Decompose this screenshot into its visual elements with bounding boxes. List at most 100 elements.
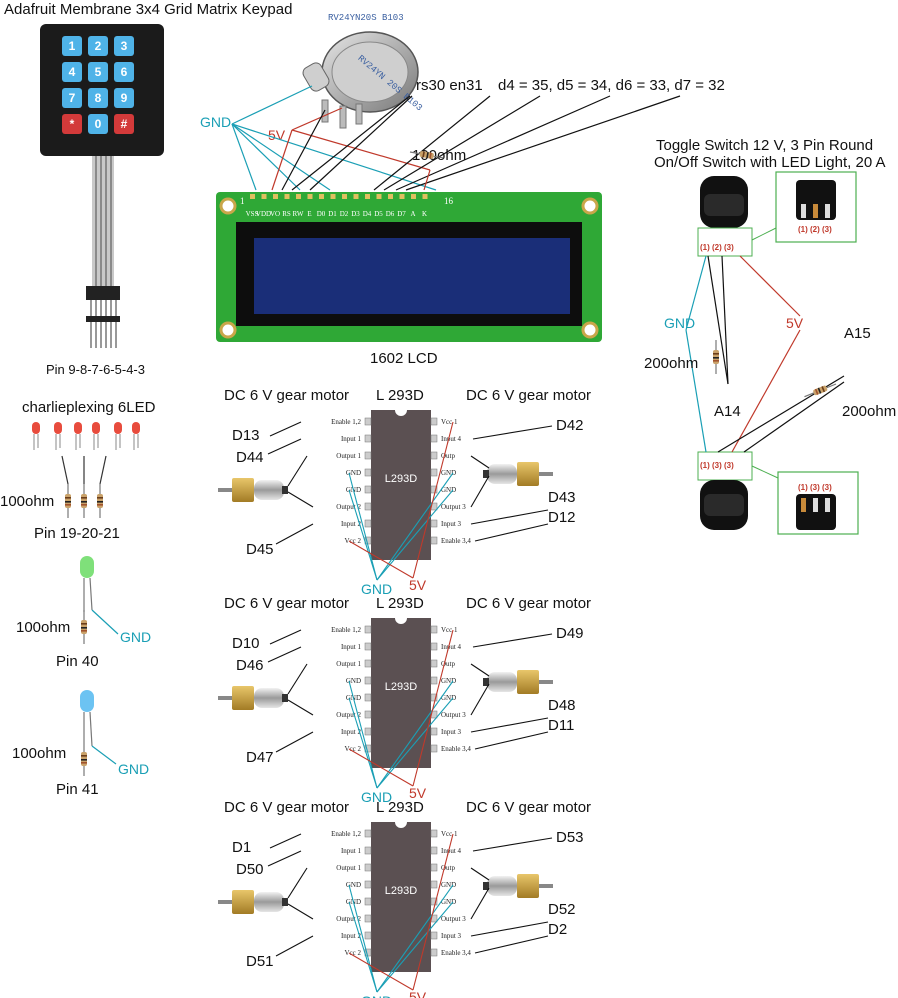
chip-pin-left: Input 1 <box>341 435 362 443</box>
chip-pin-right: Output 3 <box>441 503 466 511</box>
keypad-key-label: 1 <box>69 39 76 53</box>
lcd-pin-pad <box>365 194 370 199</box>
lcd-pin16-label: 16 <box>444 196 454 206</box>
chip-pin-right: Outp <box>441 660 456 668</box>
chip-pin-right: Input 4 <box>441 435 462 443</box>
lcd-pin-pad <box>388 194 393 199</box>
lcd-pin-pad <box>284 194 290 199</box>
driver-left-pin-label: D45 <box>246 541 274 558</box>
chip-pin-right: Input 4 <box>441 643 462 651</box>
driver-right-pin-label: D2 <box>548 921 567 938</box>
lcd-pin-label: RS <box>282 210 291 218</box>
keypad-key-label: 2 <box>95 39 102 53</box>
switch-top-pins: (1) (2) (3) <box>700 243 734 252</box>
driver-gnd-label: GND <box>361 581 392 597</box>
switch-a15-label: A15 <box>844 325 871 342</box>
lcd-pin-pad <box>376 194 382 199</box>
l293d-chip <box>371 410 431 560</box>
chip-pin-left: Input 1 <box>341 847 362 855</box>
lcd-pin-label: K <box>422 210 427 218</box>
lcd-data-pins-label: d4 = 35, d5 = 34, d6 = 33, d7 = 32 <box>498 77 725 94</box>
driver-left-pin-label: D44 <box>236 449 264 466</box>
blue-led-pin-label: Pin 41 <box>56 781 99 798</box>
chip-pin-right: GND <box>441 486 456 494</box>
keypad-key-label: 3 <box>121 39 128 53</box>
chip-pin-right: Vcc 1 <box>441 830 458 838</box>
potentiometer: RV24YN20S B103 RV24YN 20S B103 <box>302 13 424 129</box>
lcd-pin-pad <box>307 194 313 199</box>
chip-pin-left: Input 1 <box>341 643 362 651</box>
keypad-key-label: 9 <box>121 91 128 105</box>
chip-pin-left: Vcc 2 <box>344 745 361 753</box>
green-led-pin-label: Pin 40 <box>56 653 99 670</box>
lcd-pin-pad <box>296 194 301 199</box>
chip-pin-left: Enable 1,2 <box>331 830 361 838</box>
lcd-pin-label: VO <box>270 210 280 218</box>
lcd-pin-label: A <box>410 210 415 218</box>
driver-left-pin-label: D47 <box>246 749 274 766</box>
lcd-pin-pad <box>273 194 278 199</box>
keypad-key <box>62 88 82 108</box>
chip-pin-left: Input 2 <box>341 520 362 528</box>
chip-label: L293D <box>385 473 417 485</box>
l293d-chip <box>371 618 431 768</box>
chip-pin-left: Output 2 <box>336 503 361 511</box>
driver-right-pin-label: D43 <box>548 489 576 506</box>
keypad-key-label: # <box>121 117 128 131</box>
green-led <box>80 556 94 578</box>
l293d-chip <box>371 822 431 972</box>
blue-led-resistor <box>80 741 88 777</box>
red-led <box>92 422 100 434</box>
driver-left-pin-label: D50 <box>236 861 264 878</box>
charlieplex-resistor-1 <box>64 483 72 519</box>
chip-pin-left: GND <box>346 677 361 685</box>
chip-pin-right: Input 3 <box>441 520 462 528</box>
gear-motor-left <box>218 686 288 710</box>
lcd-pin-label: D2 <box>340 210 349 218</box>
charlieplex-group: charlieplexing 6LED 100ohm Pin 19-20-21 <box>0 399 156 542</box>
chip-pin-right: Vcc 1 <box>441 418 458 426</box>
chip-pin-right: GND <box>441 881 456 889</box>
driver-title: L 293D <box>376 595 424 612</box>
lcd-gnd-label: GND <box>200 114 231 130</box>
keypad-key <box>88 36 108 56</box>
chip-pin-left: Output 2 <box>336 915 361 923</box>
gear-motor-right <box>483 670 553 694</box>
switch-resistor-label-1: 200ohm <box>644 355 698 372</box>
chip-pin-left: Input 2 <box>341 728 362 736</box>
driver-right-pin-label: D12 <box>548 509 576 526</box>
driver-gnd-label: GND <box>361 789 392 805</box>
switch-resistor-label-2: 200ohm <box>842 403 896 420</box>
driver-left-pin-label: D10 <box>232 635 260 652</box>
lcd-wires <box>231 85 681 191</box>
keypad-key-label: 0 <box>95 117 102 131</box>
chip-pin-right: GND <box>441 677 456 685</box>
lcd-pin-pad <box>422 194 428 199</box>
switch-gnd-label: GND <box>664 315 695 331</box>
keypad-key <box>114 62 134 82</box>
keypad-key <box>114 88 134 108</box>
keypad-key-label: 4 <box>69 65 76 79</box>
chip-pin-left: GND <box>346 469 361 477</box>
driver-right-pin-label: D52 <box>548 901 576 918</box>
switch-title-line2: On/Off Switch with LED Light, 20 A <box>654 154 886 171</box>
chip-pin-right: Outp <box>441 452 456 460</box>
keypad-key-label: 8 <box>95 91 102 105</box>
keypad: Adafruit Membrane 3x4 Grid Matrix Keypad… <box>4 1 292 377</box>
gear-motor-right <box>483 874 553 898</box>
lcd-pin-pad <box>411 194 416 199</box>
chip-pin-right: Vcc 1 <box>441 626 458 634</box>
lcd-pin-pad <box>261 194 267 199</box>
blue-led-gnd-label: GND <box>118 761 149 777</box>
keypad-key-label: 5 <box>95 65 102 79</box>
green-led-resistor <box>80 609 88 645</box>
lcd-pin-label: E <box>307 210 311 218</box>
keypad-key <box>62 114 82 134</box>
driver-5v-label: 5V <box>409 577 427 593</box>
lcd-backlight-resistor-label: 100ohm <box>412 147 466 164</box>
driver-right-pin-label: D42 <box>556 417 584 434</box>
